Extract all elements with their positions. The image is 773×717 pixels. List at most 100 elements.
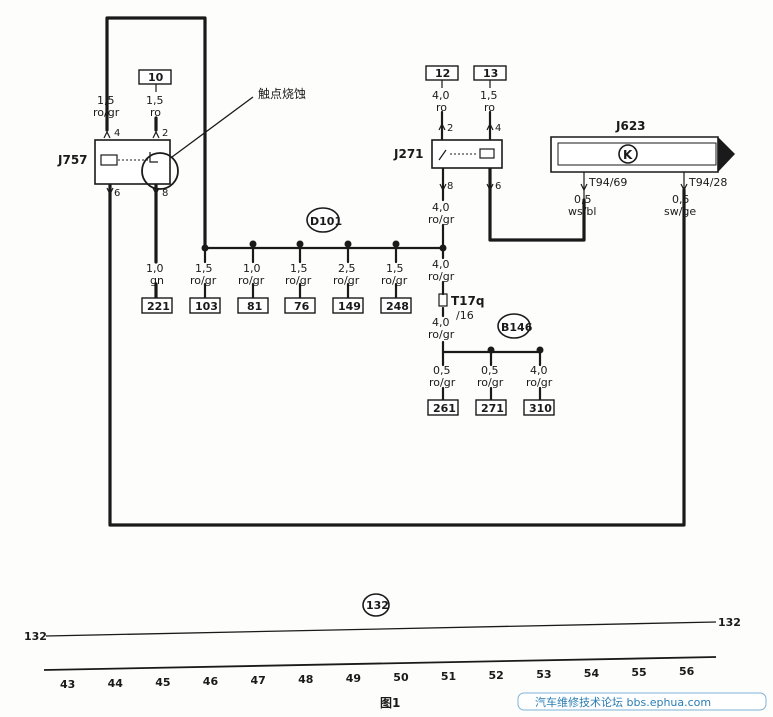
watermark-box	[517, 692, 767, 711]
wire-color: ro	[436, 101, 447, 114]
pin-label: 2	[447, 123, 453, 134]
pin-label: 6	[495, 181, 501, 192]
pin-label: 2	[162, 128, 168, 139]
splice-label-d101: D101	[310, 215, 342, 228]
ecu-k-symbol-icon	[618, 144, 638, 164]
scale-number: 45	[155, 676, 170, 689]
pin-label: 4	[495, 123, 501, 134]
b146-stubs	[441, 386, 542, 402]
pin-label-t94-28: T94/28	[688, 176, 727, 189]
connector-label-t17q: T17q	[451, 294, 484, 308]
scale-number: 46	[203, 675, 219, 688]
wire-j271-pin6-t94-69	[488, 166, 586, 242]
ref-box	[284, 297, 316, 314]
ref-label: 76	[294, 300, 310, 313]
scale-number: 52	[489, 669, 504, 682]
scale-number: 54	[584, 667, 600, 680]
ref-column: 4,0 ro/gr 310	[523, 364, 555, 416]
wire-size: 0,5	[672, 193, 690, 206]
splice-dot	[296, 240, 304, 248]
ref-column: 1,5 ro/gr 103	[189, 262, 221, 314]
wire-size: 1,5	[480, 89, 498, 102]
wire-size: 1,5	[290, 262, 308, 275]
bus-label-left: 132	[24, 630, 47, 643]
ref-column: 1,5 ro/gr 76	[284, 262, 316, 314]
component-label-j757: J757	[57, 153, 88, 167]
ecu-symbol: K	[623, 148, 633, 162]
ref-box	[425, 65, 459, 81]
scale-number: 56	[679, 665, 695, 678]
branch-stubs	[203, 282, 398, 300]
splice-d101-label-circle	[306, 207, 340, 233]
splice-dot	[392, 240, 400, 248]
wire-color: ro/gr	[477, 376, 504, 389]
wire-color: ro	[150, 106, 161, 119]
ref-label: 261	[433, 402, 456, 415]
connector-pin: /16	[456, 309, 474, 322]
ref-label: 248	[386, 300, 409, 313]
ref-box	[237, 297, 269, 314]
wire-color: ro/gr	[190, 274, 217, 287]
wire-bottom-loop	[108, 183, 686, 527]
scale-number: 51	[441, 670, 456, 683]
watermark: 汽车维修技术论坛 bbs.ephua.com	[535, 695, 711, 709]
pin-label: 6	[114, 188, 120, 199]
wire-color: ro/gr	[428, 328, 455, 341]
wire-color: ro/gr	[526, 376, 553, 389]
wire-color: ro	[484, 101, 495, 114]
scale-number: 49	[346, 672, 361, 685]
ref-column: 1,0 ro/gr 81	[237, 262, 269, 314]
fault-circle	[141, 152, 179, 190]
bus-label: 132	[366, 599, 389, 612]
connector-t17q-icon	[438, 293, 448, 307]
wire-size: 4,0	[432, 258, 450, 271]
wire-size: 0,5	[574, 193, 592, 206]
ref-column: 2,5 ro/gr 149	[332, 262, 364, 314]
scale-number: 55	[631, 666, 646, 679]
splice-dot	[439, 244, 447, 252]
annotation-leader	[171, 96, 254, 158]
ref-box	[138, 69, 172, 85]
relay-coil-icon	[479, 148, 495, 159]
splice-label-b146: B146	[501, 321, 533, 334]
wire-size: 1,0	[146, 262, 164, 275]
wire-size: 1,5	[195, 262, 213, 275]
ref-column: 0,5 ro/gr 261	[427, 364, 459, 416]
bus-132-line	[45, 621, 717, 637]
wire-size: 0,5	[433, 364, 451, 377]
scale-number: 50	[393, 671, 409, 684]
wire-size: 0,5	[481, 364, 499, 377]
wire-size: 1,5	[146, 94, 164, 107]
relay-coil-icon	[100, 154, 118, 166]
ref-label: 271	[481, 402, 504, 415]
ref-label: 81	[247, 300, 262, 313]
relay-contact-icon	[438, 149, 447, 161]
wire-color: ws/bl	[568, 205, 596, 218]
wire-size: 4,0	[432, 89, 450, 102]
ref-box	[475, 399, 507, 416]
scale-number: 53	[536, 668, 551, 681]
ref-box	[380, 297, 412, 314]
wire-color: sw/ge	[664, 205, 696, 218]
ref-box	[473, 65, 507, 81]
wire-color: ro/gr	[381, 274, 408, 287]
splice-b146-label-circle	[497, 313, 531, 339]
scale-line	[43, 656, 717, 671]
pin-label: 8	[162, 188, 168, 199]
wire-size: 1,0	[243, 262, 261, 275]
ecu-inner	[557, 142, 717, 166]
ref-box	[523, 399, 555, 416]
ref-box	[332, 297, 364, 314]
splice-dot	[536, 346, 544, 354]
component-label-j271: J271	[393, 147, 424, 161]
ref-column: 0,5 ro/gr 271	[475, 364, 507, 416]
scale-number: 43	[60, 678, 75, 691]
ref-box	[189, 297, 221, 314]
wire-color: ro/gr	[285, 274, 312, 287]
splice-dot	[487, 346, 495, 354]
splice-dot	[249, 240, 257, 248]
ref-column: 1,0 gn 221	[141, 262, 173, 314]
wire-color: gn	[150, 274, 164, 287]
pin-arrows-down	[106, 183, 688, 196]
